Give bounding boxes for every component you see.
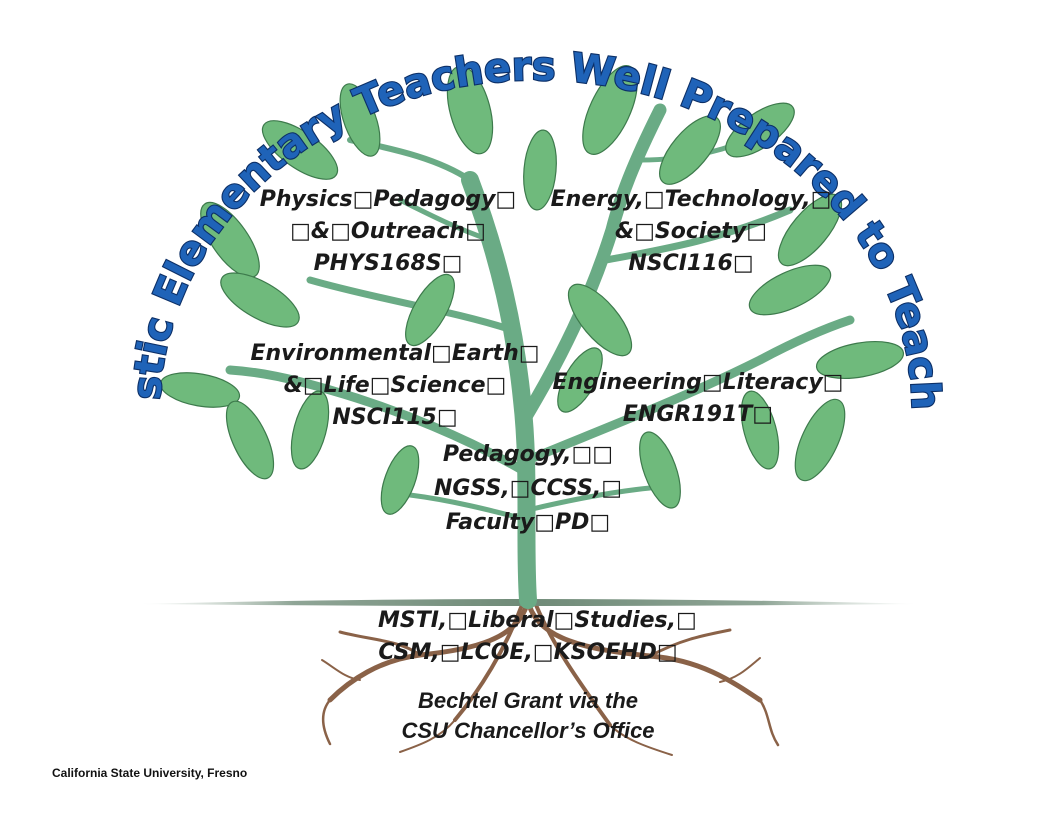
roots-partners-label: MSTI,□Liberal□Studies,□ CSM,□LCOE,□KSOEH… [378,608,697,665]
environmental-science-label: Environmental□Earth□ &□Life□Science□ NSC… [250,341,540,430]
pedagogy-ngss-label: Pedagogy,□□ NGSS,□CCSS,□ Faculty□PD□ [433,442,623,535]
footer-institution: California State University, Fresno [52,766,248,780]
energy-technology-label: Energy,□Technology,□ &□Society□ NSCI116□ [550,187,832,276]
engineering-literacy-label: Engineering□Literacy□ ENGR191T□ [552,370,844,427]
roots [321,597,780,756]
grant-label: Bechtel Grant via the CSU Chancellor’s O… [401,688,655,743]
physics-pedagogy-label: Physics□Pedagogy□ □&□Outreach□ PHYS168S□ [259,187,517,276]
leaves [159,65,905,515]
